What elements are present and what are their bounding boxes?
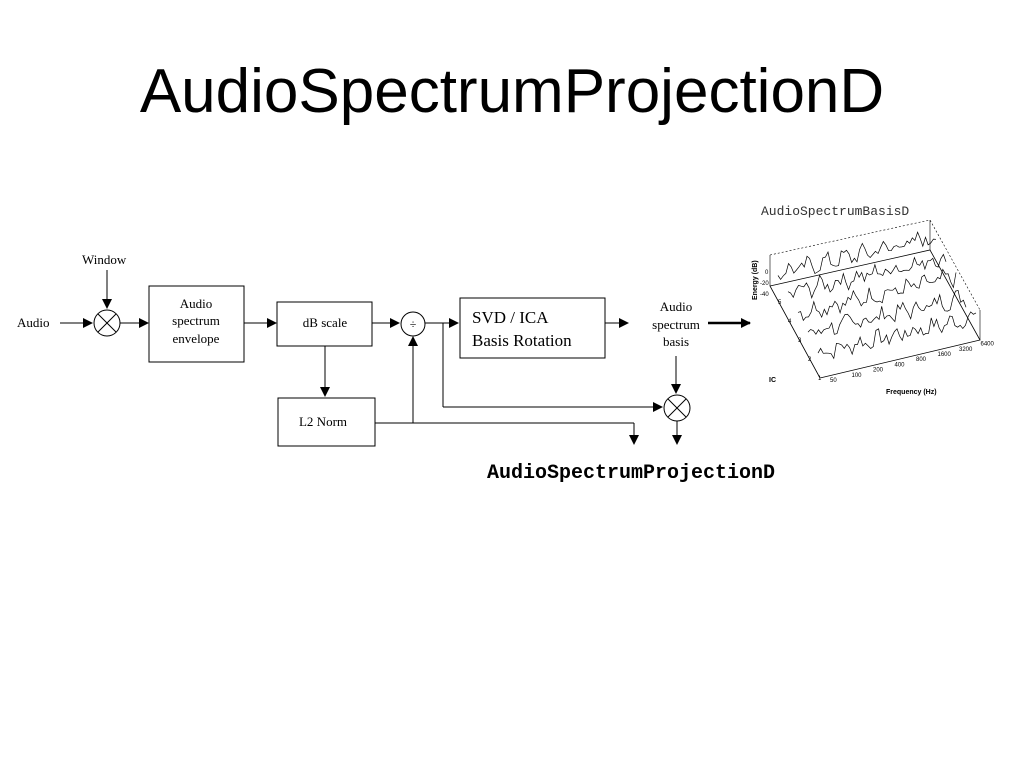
plot-zlabel: Energy (dB) bbox=[752, 260, 759, 300]
window-label: Window bbox=[82, 252, 127, 267]
divide-symbol: ÷ bbox=[410, 317, 417, 331]
ic-tick: 5 bbox=[778, 300, 782, 306]
basis-3d-plot: Energy (dB) 0 -20 -40 IC Frequency (Hz) … bbox=[752, 219, 995, 396]
freq-ticks: 50 100 200 400 800 1600 3200 6400 bbox=[830, 342, 995, 384]
envelope-line-3: envelope bbox=[173, 331, 220, 346]
basis-line-2: spectrum bbox=[652, 317, 700, 332]
l2-norm-box bbox=[277, 397, 376, 447]
freq-tick: 1600 bbox=[938, 352, 952, 358]
basis-caption: AudioSpectrumBasisD bbox=[761, 204, 910, 219]
freq-tick: 3200 bbox=[959, 347, 973, 353]
envelope-box bbox=[148, 285, 245, 363]
divide-node bbox=[400, 311, 426, 337]
freq-tick: 800 bbox=[916, 357, 927, 363]
ic-ticks: 1 2 3 4 5 bbox=[778, 300, 822, 382]
envelope-line-1: Audio bbox=[180, 296, 213, 311]
multiplier-node-2 bbox=[663, 394, 691, 422]
svd-line-2: Basis Rotation bbox=[472, 331, 572, 350]
svd-line-1: SVD / ICA bbox=[472, 308, 549, 327]
db-scale-label: dB scale bbox=[303, 315, 348, 330]
page-title: AudioSpectrumProjectionD bbox=[139, 57, 885, 126]
basis-line-3: basis bbox=[663, 334, 689, 349]
freq-tick: 6400 bbox=[981, 342, 995, 348]
freq-tick: 400 bbox=[895, 362, 906, 368]
ic-tick: 4 bbox=[788, 319, 792, 325]
output-caption: AudioSpectrumProjectionD bbox=[487, 462, 776, 485]
freq-tick: 50 bbox=[830, 378, 837, 384]
envelope-line-2: spectrum bbox=[172, 313, 220, 328]
svd-ica-box bbox=[459, 297, 606, 359]
ic-tick: 3 bbox=[798, 338, 802, 344]
l2-norm-label: L2 Norm bbox=[299, 414, 347, 429]
z-tick-1: -20 bbox=[760, 281, 769, 287]
ic-tick: 2 bbox=[808, 357, 812, 363]
basis-waveform bbox=[787, 253, 947, 300]
basis-waveform bbox=[817, 311, 977, 360]
basis-waveform bbox=[797, 268, 957, 322]
freq-tick: 100 bbox=[852, 373, 863, 379]
audio-input-label: Audio bbox=[17, 315, 50, 330]
freq-tick: 200 bbox=[873, 368, 884, 374]
multiplier-node bbox=[93, 309, 121, 337]
z-tick-2: -40 bbox=[760, 292, 769, 298]
basis-line-1: Audio bbox=[660, 299, 693, 314]
basis-waveforms bbox=[777, 231, 977, 360]
z-tick-0: 0 bbox=[765, 270, 769, 276]
basis-waveform bbox=[777, 231, 937, 281]
ic-tick: 1 bbox=[818, 376, 822, 382]
plot-ylabel: IC bbox=[769, 377, 776, 384]
plot-xlabel: Frequency (Hz) bbox=[886, 389, 937, 396]
db-scale-box bbox=[276, 301, 373, 347]
basis-waveform bbox=[807, 289, 967, 335]
